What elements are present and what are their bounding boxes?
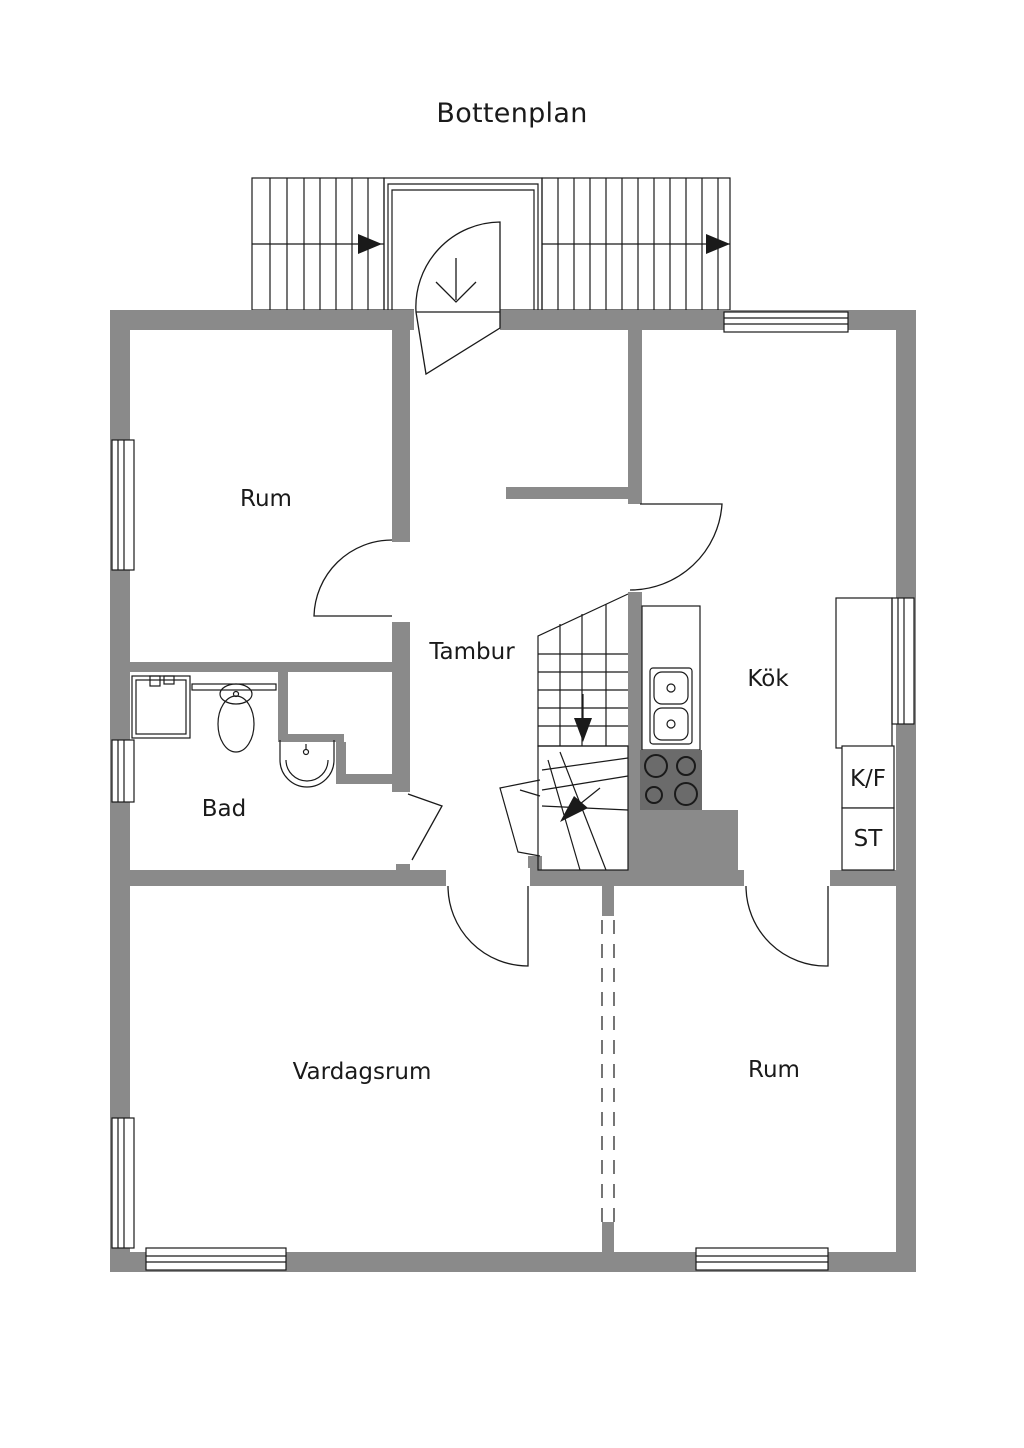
storage-label: ST (854, 826, 884, 852)
door-swing-icon (313, 539, 393, 617)
window-icon (111, 1117, 135, 1249)
window-icon (111, 439, 135, 571)
room-label-tambur: Tambur (428, 639, 515, 665)
room-label-kok: Kök (747, 666, 789, 692)
fridge-freezer-label: K/F (850, 766, 886, 792)
stair-arrow-icon (706, 234, 730, 254)
room-label-bad: Bad (202, 796, 246, 822)
stair-arrow-icon (574, 718, 592, 742)
kitchen-cabinets (841, 745, 895, 871)
shower-icon (131, 675, 191, 739)
interior-stairs (499, 593, 629, 871)
door-swing-icon (447, 885, 529, 967)
window-icon (723, 311, 849, 333)
sink-icon (279, 740, 335, 788)
room-label-rum: Rum (240, 486, 292, 512)
plan-title: Bottenplan (436, 98, 588, 129)
door-swing-icon (415, 221, 501, 376)
walls (110, 310, 916, 1272)
stair-arrow-icon (358, 234, 382, 254)
door-swing-icon (629, 503, 723, 591)
sink-icon (649, 667, 693, 745)
room-label-rum-2: Rum (748, 1057, 800, 1083)
window-icon (891, 597, 915, 725)
window-icon (695, 1247, 829, 1271)
room-label-vardagsrum: Vardagsrum (293, 1059, 432, 1085)
window-icon (111, 739, 135, 803)
toilet-icon (191, 683, 277, 753)
stair-arrow-icon (560, 796, 588, 822)
window-icon (145, 1247, 287, 1271)
stove-icon (640, 750, 702, 810)
door-swing-icon (407, 793, 443, 861)
door-swing-icon (745, 885, 829, 967)
